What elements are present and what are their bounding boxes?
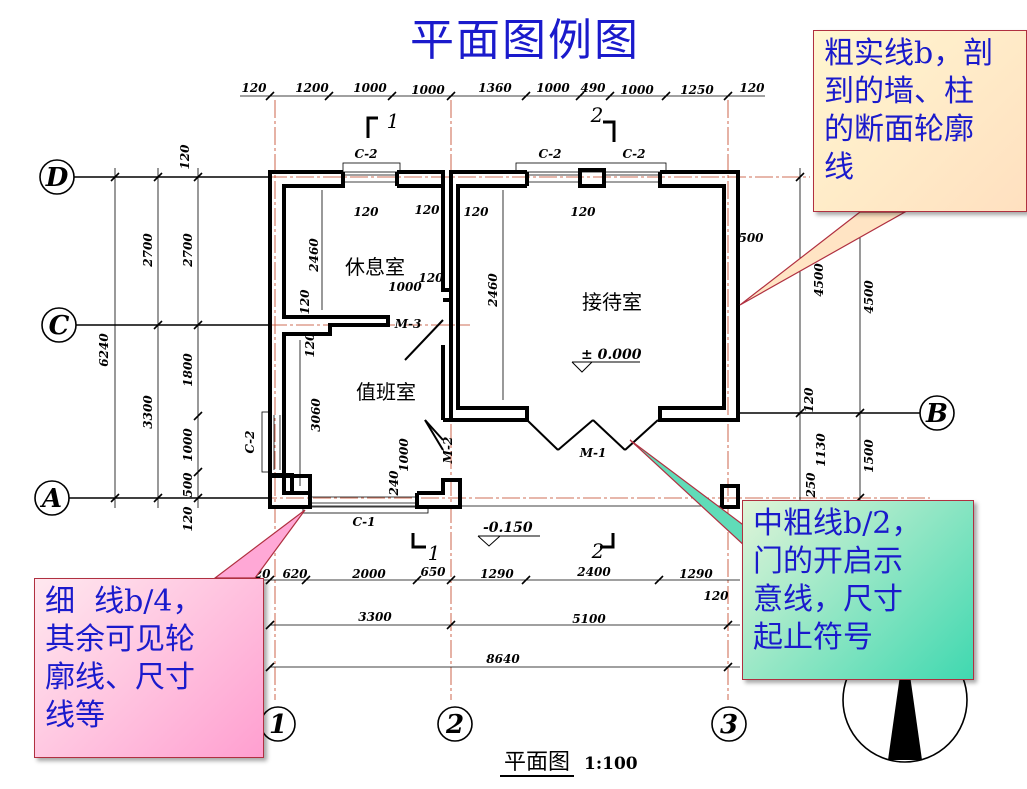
dim-left-inner-2: 2700 [181, 233, 195, 268]
dim-int-12: 1000 [397, 438, 411, 472]
caption-scale: 1:100 [584, 754, 638, 774]
dim-left-mid-1: 2700 [141, 233, 155, 268]
section-label-1-bottom: 1 [428, 541, 441, 565]
dim-right-outer-2: 1500 [862, 439, 876, 473]
label-c1: C-1 [353, 515, 376, 529]
dim-bottom1-6: 2400 [576, 565, 611, 579]
drawing-caption: 平面图 1:100 [500, 744, 638, 777]
callout-medium-line: 中粗线b/2， 门的开启示 意线，尺寸 起止符号 [742, 500, 974, 680]
callout-thick-line: 粗实线b，剖 到的墙、柱 的断面轮廓 线 [813, 30, 1027, 212]
room-reception: 接待室 [582, 290, 642, 314]
dim-int-7: 120 [418, 271, 444, 285]
axis-label-3: 3 [720, 710, 738, 740]
callout-thick-line-1: 粗实线b，剖 [824, 36, 994, 71]
axis-label-b: B [925, 399, 948, 429]
label-m2: M-2 [441, 437, 455, 465]
label-c2-b: C-2 [539, 147, 562, 161]
dim-left-inner-1: 120 [178, 144, 192, 170]
callout-thin-line-1: 细 线b/4， [45, 584, 203, 619]
dim-top-9: 1250 [680, 83, 714, 97]
dim-left-outer: 6240 [97, 333, 111, 367]
dim-left-inner-4: 1000 [181, 428, 195, 462]
dim-int-4: 120 [570, 205, 596, 219]
room-rest: 休息室 [345, 255, 405, 279]
dim-int-8: 1000 [388, 280, 422, 294]
dim-left-inner-6: 120 [181, 506, 195, 532]
section-label-1-top: 1 [387, 109, 400, 133]
dim-int-11: 3060 [309, 398, 323, 432]
dim-top-8: 1000 [620, 83, 654, 97]
dim-bottom1-4: 650 [420, 565, 446, 579]
axis-label-d: D [45, 163, 69, 193]
dim-top-6: 1000 [536, 81, 570, 95]
dim-top-3: 1000 [353, 81, 387, 95]
section-label-2-bottom: 2 [591, 539, 605, 563]
callout-thin-line-4: 线等 [45, 698, 105, 733]
dim-top-7: 490 [580, 81, 606, 95]
dim-bottom1-8: 120 [703, 589, 729, 603]
dim-int-2: 120 [414, 203, 440, 217]
dim-int-13: 240 [387, 470, 401, 497]
callout-thin-line: 细 线b/4， 其余可见轮 廓线、尺寸 线等 [34, 578, 264, 758]
doors-medium [404, 319, 659, 451]
axis-label-a: A [39, 484, 62, 514]
callout-thin-line-3: 廓线、尺寸 [45, 660, 195, 695]
dim-bottom3: 8640 [486, 652, 520, 666]
dim-top-5: 1360 [478, 81, 512, 95]
callout-medium-line-1: 中粗线b/2， [753, 506, 922, 541]
room-duty: 值班室 [356, 380, 416, 404]
elevation-marks [477, 361, 640, 547]
label-c2-a: C-2 [355, 147, 378, 161]
dim-bottom1-2: 620 [282, 567, 308, 581]
callout-thick-pointer [739, 211, 908, 306]
page-title: 平面图例图 [410, 15, 640, 66]
callout-thick-line-4: 线 [824, 150, 854, 185]
dim-left-inner-5: 500 [181, 472, 195, 498]
elevation-outside: -0.150 [483, 520, 533, 536]
dim-bottom2-1: 3300 [358, 610, 392, 624]
dim-left-inner-3: 1800 [181, 353, 195, 387]
callout-thick-line-3: 的断面轮廓 [824, 112, 974, 147]
dim-top-1: 120 [241, 81, 267, 95]
dim-bottom1-7: 1290 [679, 567, 713, 581]
dim-right-inner-4: 250 [804, 472, 818, 499]
walls-thick [268, 168, 740, 509]
axis-bubbles [34, 159, 955, 742]
dim-int-5: 2460 [307, 238, 321, 273]
axis-label-2: 2 [445, 710, 464, 740]
dim-right-inner-1: 4500 [812, 263, 826, 297]
callout-medium-line-4: 起止符号 [753, 620, 873, 655]
dim-bottom1-3: 2000 [351, 567, 386, 581]
caption-name: 平面图 [500, 750, 575, 777]
dim-int-9: 120 [298, 289, 312, 315]
dim-top-2: 1200 [295, 81, 329, 95]
callout-thick-line-2: 到的墙、柱 [824, 74, 974, 109]
dim-right-outer-1: 4500 [862, 280, 876, 314]
callout-thin-line-2: 其余可见轮 [45, 622, 195, 657]
section-label-2-top: 2 [590, 103, 604, 127]
dim-bottom2-2: 5100 [572, 612, 606, 626]
dim-int-1: 120 [353, 205, 379, 219]
dim-right-500: 500 [738, 231, 764, 245]
dim-top-4: 1000 [411, 83, 445, 97]
elevation-floor: ± 0.000 [581, 347, 642, 363]
dim-int-6: 2460 [486, 273, 500, 308]
dim-int-3: 120 [463, 205, 489, 219]
axis-label-c: C [49, 311, 70, 341]
dim-int-10: 120 [303, 332, 317, 358]
dim-top-10: 120 [739, 81, 765, 95]
callout-medium-line-3: 意线，尺寸 [753, 582, 903, 617]
windows-thin [261, 162, 738, 514]
dim-right-inner-3: 1130 [814, 433, 828, 467]
label-c2-d: C-2 [243, 431, 257, 454]
axis-label-1: 1 [269, 710, 287, 740]
dim-bottom1-5: 1290 [480, 567, 514, 581]
callout-medium-line-2: 门的开启示 [753, 544, 903, 579]
dim-right-inner-2: 120 [802, 387, 816, 413]
label-c2-c: C-2 [623, 147, 646, 161]
label-m3: M-3 [394, 317, 422, 331]
label-m1: M-1 [579, 446, 607, 460]
dim-left-mid-2: 3300 [141, 395, 155, 429]
section-marks [366, 116, 616, 549]
